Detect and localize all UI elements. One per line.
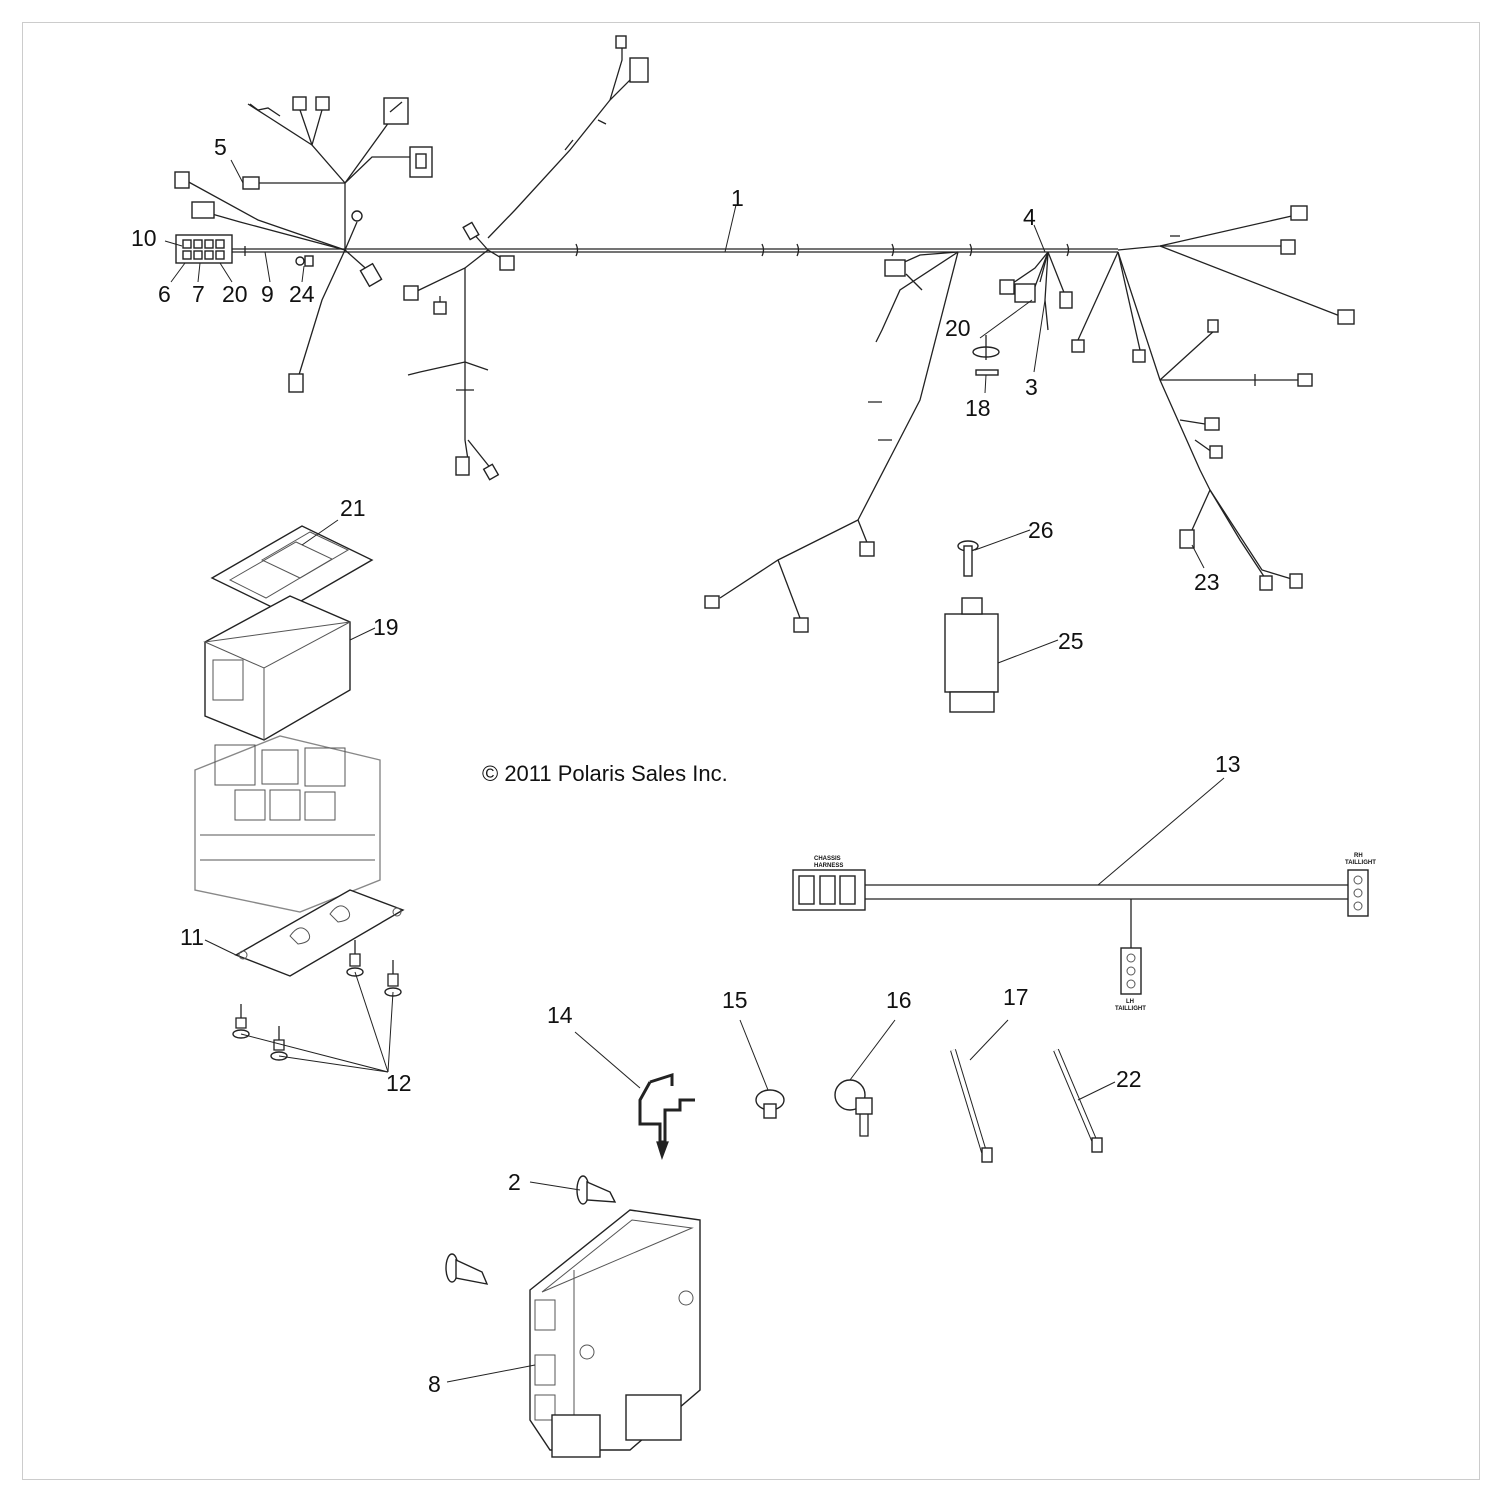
- callout-20-left: 20: [222, 281, 248, 307]
- callout-21: 21: [340, 495, 366, 521]
- callout-16: 16: [886, 987, 912, 1013]
- callout-23: 23: [1194, 569, 1220, 595]
- fuse-box-cover-part-19: [203, 595, 351, 741]
- cable-tie-part-22: [1053, 1048, 1103, 1153]
- callout-22: 22: [1116, 1066, 1142, 1092]
- callout-4: 4: [1023, 204, 1036, 230]
- gasket-part-11: [234, 889, 405, 977]
- clip-part-14: [638, 1072, 695, 1161]
- label-rh: RH: [1354, 853, 1363, 859]
- callout-19: 19: [373, 614, 399, 640]
- callout-17: 17: [1003, 984, 1029, 1010]
- screw-part-26: [957, 540, 979, 577]
- ecu-module-part-8: [529, 1209, 701, 1458]
- callout-25: 25: [1058, 628, 1084, 654]
- callout-5: 5: [214, 134, 227, 160]
- callout-10: 10: [131, 225, 157, 251]
- callout-3: 3: [1025, 374, 1038, 400]
- callout-9: 9: [261, 281, 274, 307]
- taillight-harness-part-13: [792, 869, 1369, 995]
- cable-tie-part-17: [950, 1049, 993, 1163]
- connector-part-20-18: [972, 335, 1000, 376]
- leader-lines: [164, 159, 1225, 1383]
- callout-6: 6: [158, 281, 171, 307]
- fuse-box-body: [194, 735, 381, 913]
- clip-part-15: [755, 1089, 785, 1119]
- callout-8: 8: [428, 1371, 441, 1397]
- label-harness: HARNESS: [814, 863, 843, 869]
- callout-7: 7: [192, 281, 205, 307]
- callout-15: 15: [722, 987, 748, 1013]
- callout-26: 26: [1028, 517, 1054, 543]
- callout-numbers: 1 2 3 4 5 6 7 8 9 10 11 12 13 14 15 16 1…: [131, 134, 1241, 1397]
- label-chassis: CHASSIS: [814, 856, 841, 862]
- callout-1: 1: [731, 185, 744, 211]
- callout-13: 13: [1215, 751, 1241, 777]
- relay-module-part-25: [944, 597, 999, 713]
- label-lh: LH: [1126, 999, 1134, 1005]
- copyright-text: © 2011 Polaris Sales Inc.: [482, 761, 728, 786]
- callout-24: 24: [289, 281, 315, 307]
- callout-18: 18: [965, 395, 991, 421]
- label-lh-taillight: TAILLIGHT: [1115, 1006, 1146, 1012]
- main-wire-harness: [174, 35, 1355, 633]
- diagram-frame: [22, 22, 1480, 1480]
- fuse-label-sticker-part-21: [210, 525, 374, 613]
- callout-20-center: 20: [945, 315, 971, 341]
- harness-labels: CHASSIS HARNESS RH TAILLIGHT LH TAILLIGH…: [814, 853, 1376, 1012]
- callout-14: 14: [547, 1002, 573, 1028]
- callout-12: 12: [386, 1070, 412, 1096]
- callout-11: 11: [180, 924, 204, 950]
- label-rh-taillight: TAILLIGHT: [1345, 860, 1376, 866]
- callout-2: 2: [508, 1169, 521, 1195]
